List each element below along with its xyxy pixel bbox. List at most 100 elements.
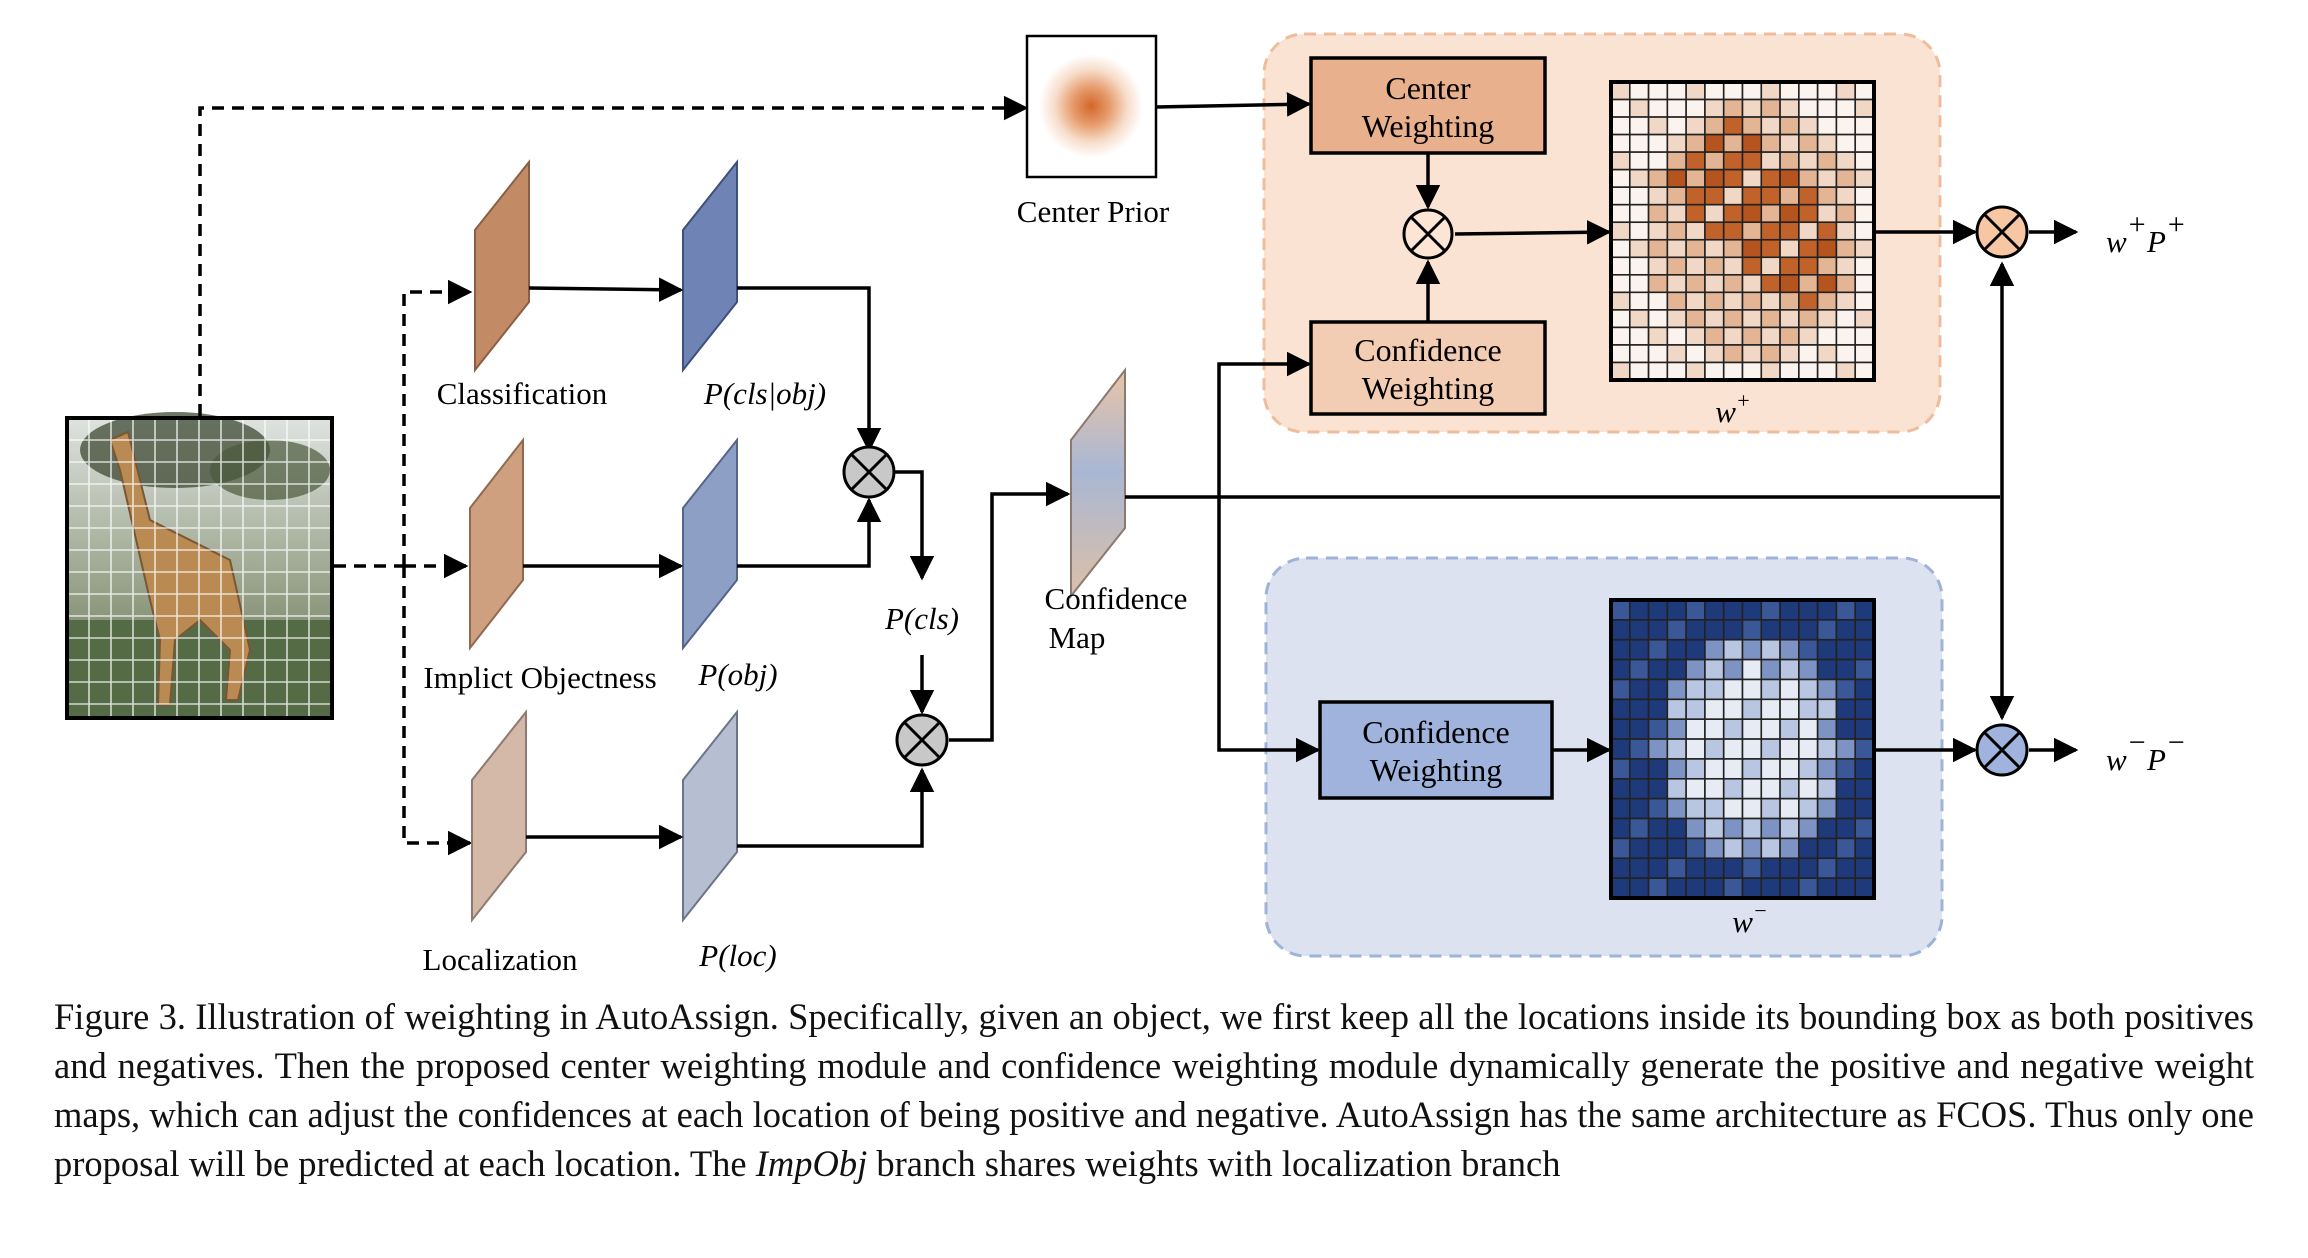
weight-map-cell: [1741, 638, 1763, 661]
weight-map-cell: [1835, 186, 1857, 206]
weight-map-cell: [1816, 116, 1838, 136]
multiply-icon: [1975, 205, 2029, 259]
weight-map-cell: [1835, 797, 1857, 820]
weight-map-cell: [1835, 877, 1857, 899]
weight-map-cell: [1816, 238, 1838, 259]
weight-map-cell: [1704, 599, 1725, 621]
weight-map-cell: [1798, 274, 1819, 294]
weight-map-cell: [1779, 797, 1800, 820]
weight-map-cell: [1647, 203, 1669, 224]
weight-map-cell: [1835, 638, 1857, 661]
weight-map-cell: [1816, 619, 1838, 641]
weight-map-cell: [1685, 678, 1706, 701]
weight-map-cell: [1647, 758, 1669, 780]
weight-map-cell: [1835, 599, 1857, 621]
weight-map-cell: [1816, 168, 1838, 188]
weight-map-cell: [1610, 718, 1631, 740]
weight-map-cell: [1760, 256, 1781, 276]
weight-map-cell: [1854, 203, 1875, 224]
confidence-map: [1070, 367, 1126, 599]
weight-map-cell: [1647, 638, 1669, 661]
confidence-weighting-neg-label-2: Weighting: [1370, 752, 1503, 788]
weight-map-cell: [1835, 256, 1857, 276]
negative-weight-map-grid: [1609, 598, 1876, 900]
weight-map-cell: [1798, 344, 1819, 364]
weight-map-cell: [1835, 361, 1857, 381]
weight-map-cell: [1610, 203, 1631, 224]
weight-map-cell: [1816, 738, 1838, 760]
weight-map-cell: [1779, 133, 1800, 153]
weight-map-cell: [1798, 309, 1819, 329]
weight-map-cell: [1854, 738, 1875, 760]
weight-map-cell: [1798, 98, 1819, 118]
weight-map-cell: [1854, 274, 1875, 294]
weight-map-cell: [1798, 698, 1819, 720]
weight-map-cell: [1666, 361, 1687, 381]
weight-map-cell: [1722, 203, 1744, 224]
weight-map-cell: [1647, 599, 1669, 621]
weight-map-cell: [1704, 658, 1725, 681]
weight-map-cell: [1647, 81, 1669, 101]
weight-map-cell: [1854, 81, 1875, 101]
weight-map-cell: [1628, 638, 1650, 661]
weight-map-cell: [1610, 221, 1631, 241]
weight-map-cell: [1722, 326, 1744, 346]
weight-map-cell: [1685, 718, 1706, 740]
weight-map-cell: [1835, 718, 1857, 740]
weight-map-cell: [1722, 678, 1744, 701]
weight-map-cell: [1741, 326, 1763, 346]
weight-map-cell: [1798, 203, 1819, 224]
weight-map-cell: [1647, 98, 1669, 118]
multiply-icon: [1402, 208, 1454, 260]
weight-map-cell: [1741, 344, 1763, 364]
weight-map-cell: [1647, 837, 1669, 860]
weight-map-cell: [1741, 738, 1763, 760]
weight-map-cell: [1798, 797, 1819, 820]
weight-map-cell: [1816, 81, 1838, 101]
weight-map-cell: [1854, 221, 1875, 241]
weight-map-cell: [1835, 857, 1857, 879]
weight-map-cell: [1854, 133, 1875, 153]
weight-map-cell: [1647, 777, 1669, 800]
weight-map-cell: [1854, 309, 1875, 329]
weight-map-cell: [1704, 777, 1725, 800]
weight-map-cell: [1628, 151, 1650, 171]
weight-map-cell: [1722, 238, 1744, 259]
weight-map-cell: [1798, 599, 1819, 621]
weight-map-cell: [1779, 877, 1800, 899]
weight-map-cell: [1835, 168, 1857, 188]
weight-map-cell: [1816, 777, 1838, 800]
multiply-icon: [895, 713, 949, 767]
weight-map-cell: [1704, 81, 1725, 101]
weight-map-cell: [1854, 698, 1875, 720]
weight-map-cell: [1704, 619, 1725, 641]
weight-map-cell: [1816, 151, 1838, 171]
weight-map-cell: [1647, 344, 1669, 364]
p-cls-obj-feature-map: [682, 159, 738, 373]
weight-map-cell: [1779, 837, 1800, 860]
weight-map-cell: [1760, 797, 1781, 820]
weight-map-cell: [1854, 758, 1875, 780]
weight-map-cell: [1854, 797, 1875, 820]
weight-map-cell: [1779, 718, 1800, 740]
giraffe-image: [65, 412, 334, 720]
classification-feature-map: [474, 159, 530, 373]
weight-map-cell: [1647, 619, 1669, 641]
weight-map-cell: [1685, 698, 1706, 720]
weight-map-cell: [1779, 857, 1800, 879]
weight-map-cell: [1704, 309, 1725, 329]
p-loc-feature-map: [682, 709, 738, 923]
weight-map-cell: [1704, 758, 1725, 780]
weight-map-cell: [1741, 619, 1763, 641]
weight-map-cell: [1685, 151, 1706, 171]
weight-map-cell: [1854, 877, 1875, 899]
weight-map-cell: [1685, 186, 1706, 206]
confidence-map-label-2: Map: [1049, 620, 1106, 655]
weight-map-cell: [1685, 326, 1706, 346]
weight-map-cell: [1610, 599, 1631, 621]
weight-map-cell: [1741, 168, 1763, 188]
weight-map-cell: [1798, 658, 1819, 681]
weight-map-border: [1609, 80, 1876, 382]
multiply-icon: [1975, 723, 2029, 777]
weight-map-cell: [1741, 877, 1763, 899]
